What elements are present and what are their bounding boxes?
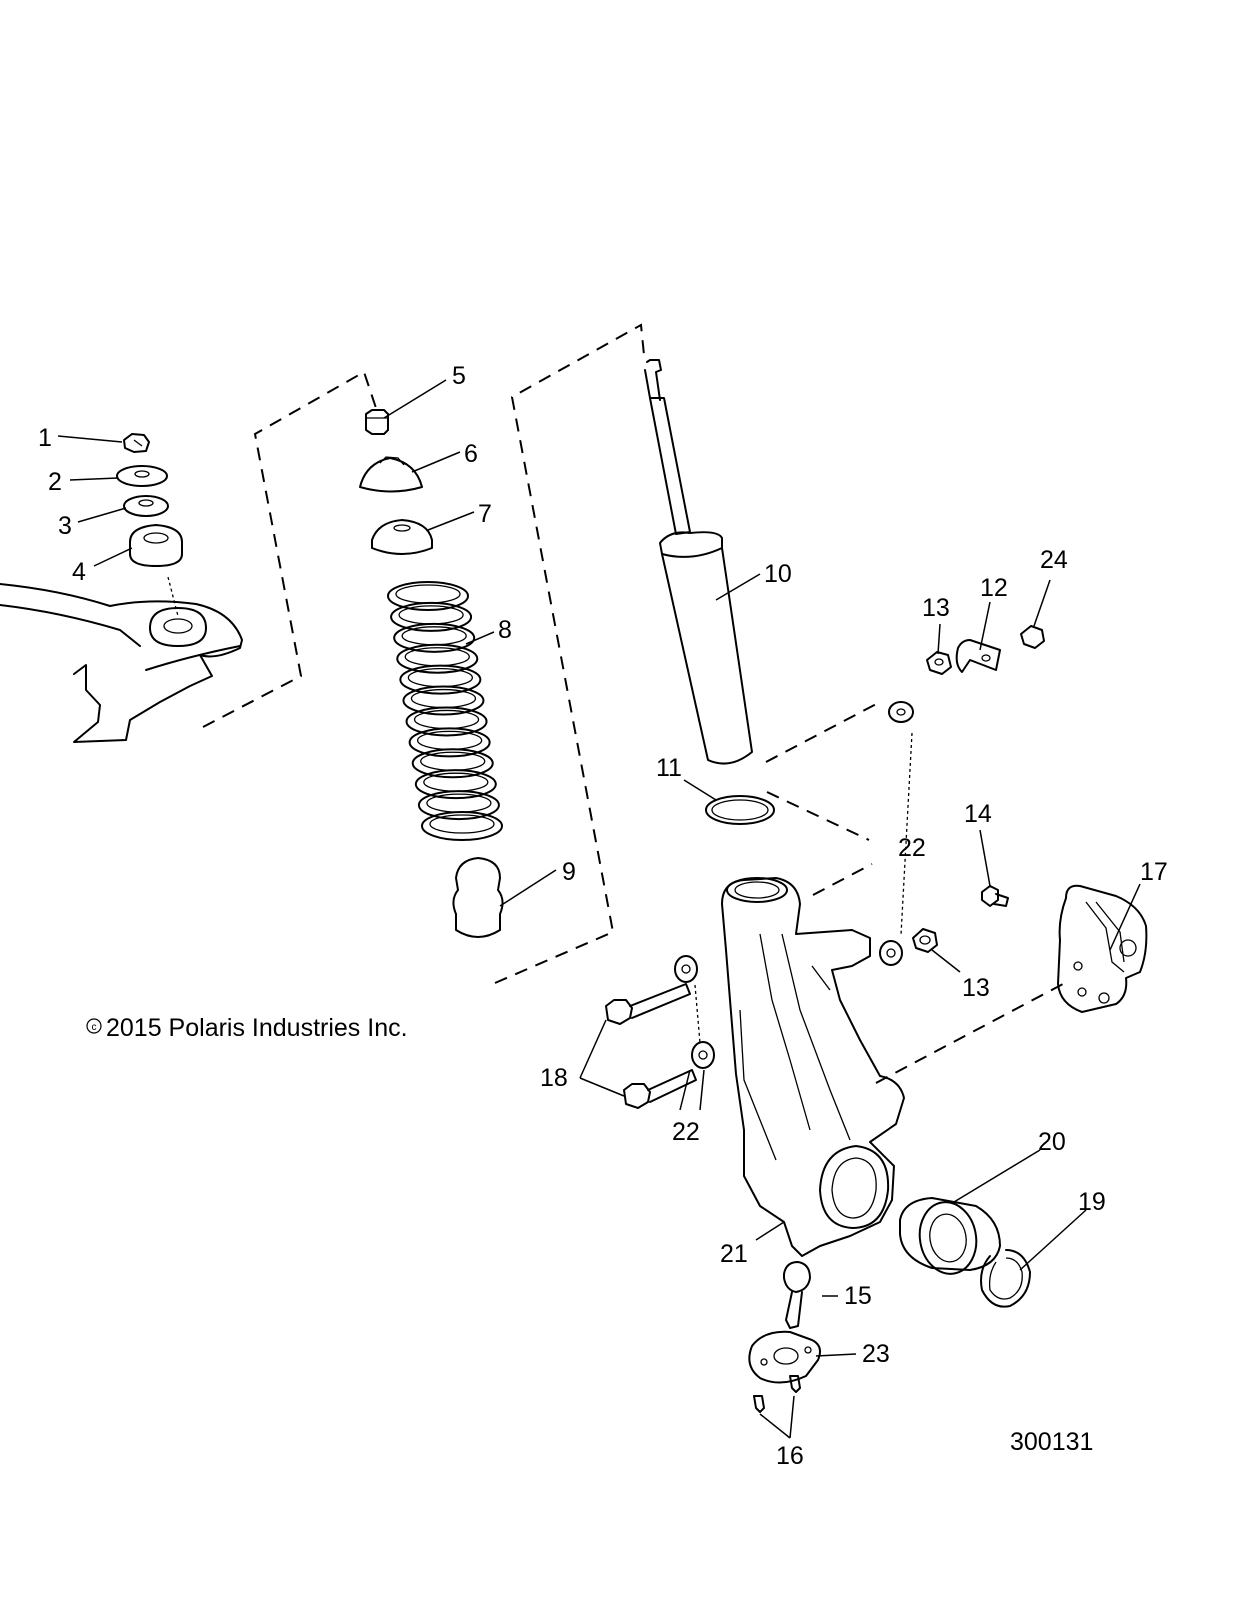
callout-3: 3	[58, 512, 72, 540]
spring-coil-inner	[413, 709, 480, 730]
brake-caliper-part-17	[1057, 884, 1148, 1013]
spring-coil-inner	[416, 730, 483, 751]
wheel-bearing-part-20	[899, 1197, 1001, 1275]
spring-coil-inner	[395, 584, 461, 604]
nut-part-1	[123, 433, 150, 453]
callout-9: 9	[562, 858, 576, 886]
steering-knuckle-part-21	[721, 877, 905, 1257]
callout-17: 17	[1140, 858, 1168, 886]
spring-coil	[417, 790, 500, 821]
clip-part-12	[955, 639, 1001, 673]
copyright-text: 2015 Polaris Industries Inc.	[106, 1014, 408, 1042]
spring-coil	[396, 643, 479, 674]
callout-15: 15	[844, 1282, 872, 1310]
callout-20: 20	[1038, 1128, 1066, 1156]
callout-4: 4	[72, 558, 86, 586]
callout-16: 16	[776, 1442, 804, 1470]
nut-part-24	[1020, 625, 1045, 649]
copyright-icon	[86, 1018, 102, 1034]
copyright-notice: c 2015 Polaris Industries Inc.	[86, 1014, 408, 1042]
washer-part-22-right	[879, 940, 903, 966]
callout-22-lower: 22	[672, 1118, 700, 1146]
washer-part-3	[123, 495, 169, 517]
o-ring-part-11	[705, 795, 775, 825]
callout-8: 8	[498, 616, 512, 644]
cup-part-6	[359, 456, 423, 493]
spring-coil	[414, 769, 497, 800]
callout-7: 7	[478, 500, 492, 528]
screws-part-16	[753, 1375, 801, 1413]
callout-18: 18	[540, 1064, 568, 1092]
snap-ring-part-19	[980, 1249, 1031, 1308]
spring-coil-inner	[420, 751, 486, 771]
a-arm-bracket	[0, 583, 243, 743]
callout-22-upper: 22	[898, 834, 926, 862]
nut-part-5	[365, 409, 389, 435]
spring-coil-inner	[426, 793, 492, 813]
spring-coil	[390, 601, 473, 632]
callout-21: 21	[720, 1240, 748, 1268]
callout-labels: 1 2 3 4 5 6 7 8 9 10 11 12 13 13 14 15 1…	[38, 362, 1168, 1470]
spring-coil-inner	[429, 814, 495, 834]
retainer-part-7	[371, 519, 433, 555]
plate-part-23	[748, 1330, 821, 1384]
spring-coil-inner	[407, 667, 474, 688]
diagram-number: 300131	[1010, 1428, 1093, 1456]
spring-coil	[408, 727, 491, 758]
callout-11: 11	[656, 754, 682, 782]
spring-coil	[411, 748, 494, 779]
callout-23: 23	[862, 1340, 890, 1368]
shock-absorber-part-10	[644, 359, 753, 765]
spring-coil-inner	[404, 647, 470, 667]
ball-joint-part-15	[783, 1261, 811, 1329]
bump-stop-part-9	[452, 857, 504, 938]
bushing-part-4	[129, 524, 183, 567]
spring-coil-inner	[410, 688, 477, 709]
spring-coil-inner	[401, 626, 467, 646]
callout-13-upper: 13	[922, 594, 950, 622]
callout-13-lower: 13	[962, 974, 990, 1002]
washer-part-22-lower-left	[691, 1041, 715, 1069]
spring-coil	[405, 706, 488, 737]
spring-coil-inner	[398, 605, 464, 625]
spring-coil	[402, 685, 485, 716]
spring-coil	[387, 581, 469, 611]
callout-14: 14	[964, 800, 992, 828]
callout-10: 10	[764, 560, 792, 588]
spring-coil	[421, 811, 503, 841]
callout-5: 5	[452, 362, 466, 390]
spring-coil	[393, 622, 476, 653]
callout-6: 6	[464, 440, 478, 468]
copyright-symbol: c	[92, 1022, 97, 1033]
washer-part-22-upper	[888, 701, 914, 723]
callout-2: 2	[48, 468, 62, 496]
callout-12: 12	[980, 574, 1008, 602]
nut-part-13-lower	[912, 928, 938, 953]
spring-coil	[399, 664, 482, 695]
bolt-part-18-upper	[605, 983, 691, 1025]
bolt-part-14	[981, 885, 1009, 907]
washer-part-2	[116, 465, 168, 487]
callout-24: 24	[1040, 546, 1068, 574]
callout-19: 19	[1078, 1188, 1106, 1216]
leader-lines	[57, 379, 1141, 1439]
coil-spring-part-8	[387, 581, 503, 841]
bolt-part-18-lower	[623, 1069, 697, 1109]
assembly-guide-lines	[167, 323, 1064, 1084]
washer-part-22-upper-left	[674, 955, 698, 983]
nut-part-13-upper	[926, 651, 952, 675]
callout-1: 1	[38, 424, 52, 452]
spring-coil-inner	[423, 772, 489, 792]
